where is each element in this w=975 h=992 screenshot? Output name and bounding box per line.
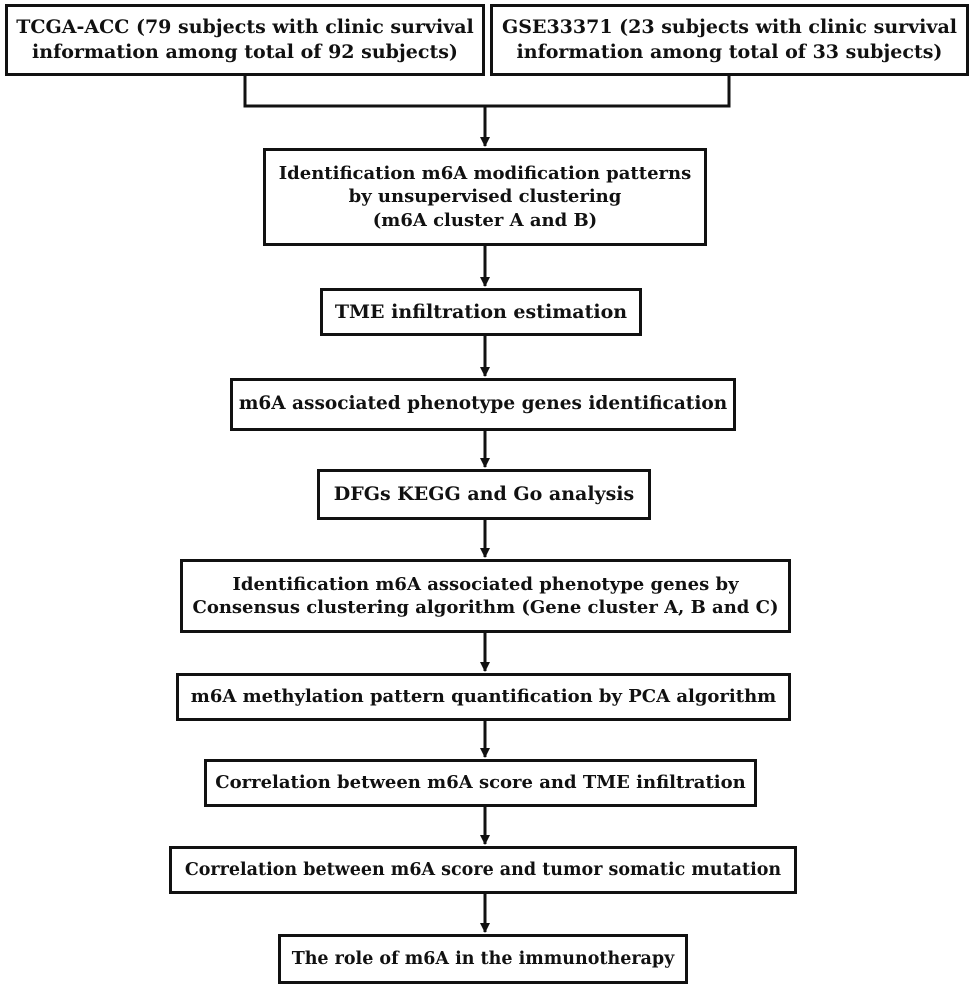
step-4-kegg-go-analysis: DFGs KEGG and Go analysis	[317, 469, 651, 520]
step-6-label: m6A methylation pattern quantification b…	[190, 686, 777, 708]
step-8-mutation-correlation: Correlation between m6A score and tumor …	[169, 846, 797, 894]
step-1-modification-patterns: Identification m6A modification patterns…	[263, 148, 707, 246]
step-7-tme-correlation: Correlation between m6A score and TME in…	[204, 759, 757, 807]
step-7-label: Correlation between m6A score and TME in…	[215, 772, 746, 794]
step-3-phenotype-genes: m6A associated phenotype genes identific…	[230, 378, 736, 431]
step-5-consensus-clustering: Identification m6A associated phenotype …	[180, 559, 791, 633]
step-9-immunotherapy: The role of m6A in the immunotherapy	[278, 934, 688, 984]
step-4-label: DFGs KEGG and Go analysis	[333, 483, 635, 506]
step-5-label: Identification m6A associated phenotype …	[192, 573, 779, 618]
step-2-tme-estimation: TME infiltration estimation	[320, 288, 642, 336]
step-1-label: Identification m6A modification patterns…	[278, 162, 692, 231]
step-8-label: Correlation between m6A score and tumor …	[184, 859, 782, 880]
step-2-label: TME infiltration estimation	[334, 300, 628, 323]
step-6-pca-quantification: m6A methylation pattern quantification b…	[176, 673, 791, 721]
source-gse33371-box: GSE33371 (23 subjects with clinic surviv…	[490, 4, 969, 76]
step-3-label: m6A associated phenotype genes identific…	[238, 393, 728, 415]
source-gse33371-label: GSE33371 (23 subjects with clinic surviv…	[502, 16, 957, 63]
step-9-label: The role of m6A in the immunotherapy	[291, 948, 675, 969]
source-tcga-acc-label: TCGA-ACC (79 subjects with clinic surviv…	[16, 16, 474, 63]
source-tcga-acc-box: TCGA-ACC (79 subjects with clinic surviv…	[5, 4, 485, 76]
